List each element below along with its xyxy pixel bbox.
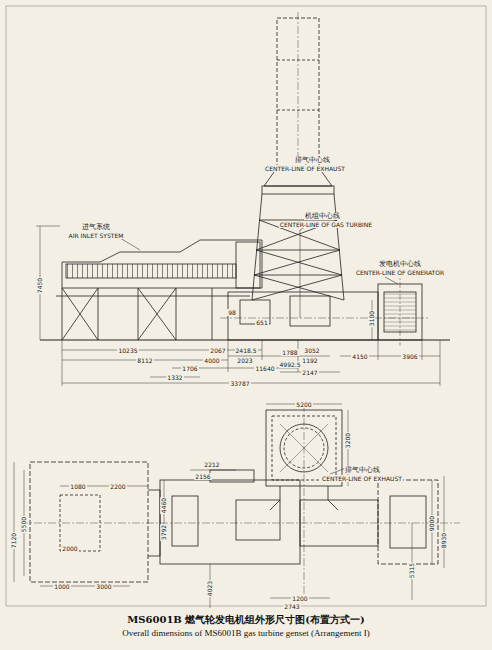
dimension-label: 3792 [161,523,168,540]
dimension-label: CENTER-LINE OF GENERATOR [355,269,445,276]
dimension-label: 8112 [136,357,153,364]
dimension-label: 8930 [441,531,448,548]
dimension-label: CENTER-LINE OF GAS TURBINE [279,221,373,228]
dimension-label: 5315 [409,561,416,578]
dimension-label: 1192 [301,357,318,364]
dimension-label: 1200 [291,595,308,602]
drawing-caption: Overall dimensions of MS6001B gas turbin… [0,628,492,638]
dimension-label: 2147 [301,369,318,376]
dimension-label: 1706 [181,365,198,372]
dimension-label: 2023 [236,357,253,364]
centerline-label: 进气系统 [81,224,111,231]
dimension-label: AIR INLET SYSTEM [68,232,125,239]
dimension-label: 3200 [345,431,352,448]
dimension-label: 33787 [229,380,250,387]
dimension-label: 5500 [21,515,28,532]
dimension-label: 10235 [117,347,138,354]
dimension-label: 1788 [281,349,298,356]
dimension-label: 4992.5 [279,361,302,368]
dimension-label: 1000 [53,583,70,590]
dimension-label: 4460 [161,496,168,513]
dimension-label: 2743 [283,603,300,610]
dimension-label: CENTER-LINE OF EXHAUST [264,165,346,172]
centerline-label: 排气中心线 [294,157,331,164]
dimension-label: 2212 [203,461,220,468]
dimension-label: 4000 [203,357,220,364]
dimension-label: 3000 [95,583,112,590]
dimension-label: 2067 [209,347,226,354]
dimension-label: 7120 [11,531,18,548]
centerline-label: 机组中心线 [304,213,341,220]
dimension-label: 4150 [351,353,368,360]
dimension-label: CENTER-LINE OF EXHAUST [321,475,403,482]
dimension-label: 3906 [401,353,418,360]
dimension-label: 2200 [109,483,126,490]
drawing-title: MS6001B 燃气轮发电机组外形尺寸图(布置方式一) [0,613,492,627]
centerline-label: 排气中心线 [344,467,381,474]
dimension-label: 2156 [194,473,211,480]
dimension-label: 1080 [69,483,86,490]
dimension-label: 11640 [254,365,275,372]
dimension-label: 1332 [166,374,183,381]
dimension-label: 9000 [429,514,436,531]
centerline-label: 发电机中心线 [378,261,422,268]
dimension-label: 3052 [303,347,320,354]
dimension-label: 98 [227,309,237,316]
dimension-label: 2418.5 [235,347,258,354]
dimension-label: 2000 [61,545,78,552]
dimension-label: 3100 [369,309,376,326]
dimension-label: 4023 [207,579,214,596]
dimension-label: 7450 [37,276,44,293]
dimension-label: 651 [255,319,268,326]
dimension-label: 5200 [295,401,312,408]
